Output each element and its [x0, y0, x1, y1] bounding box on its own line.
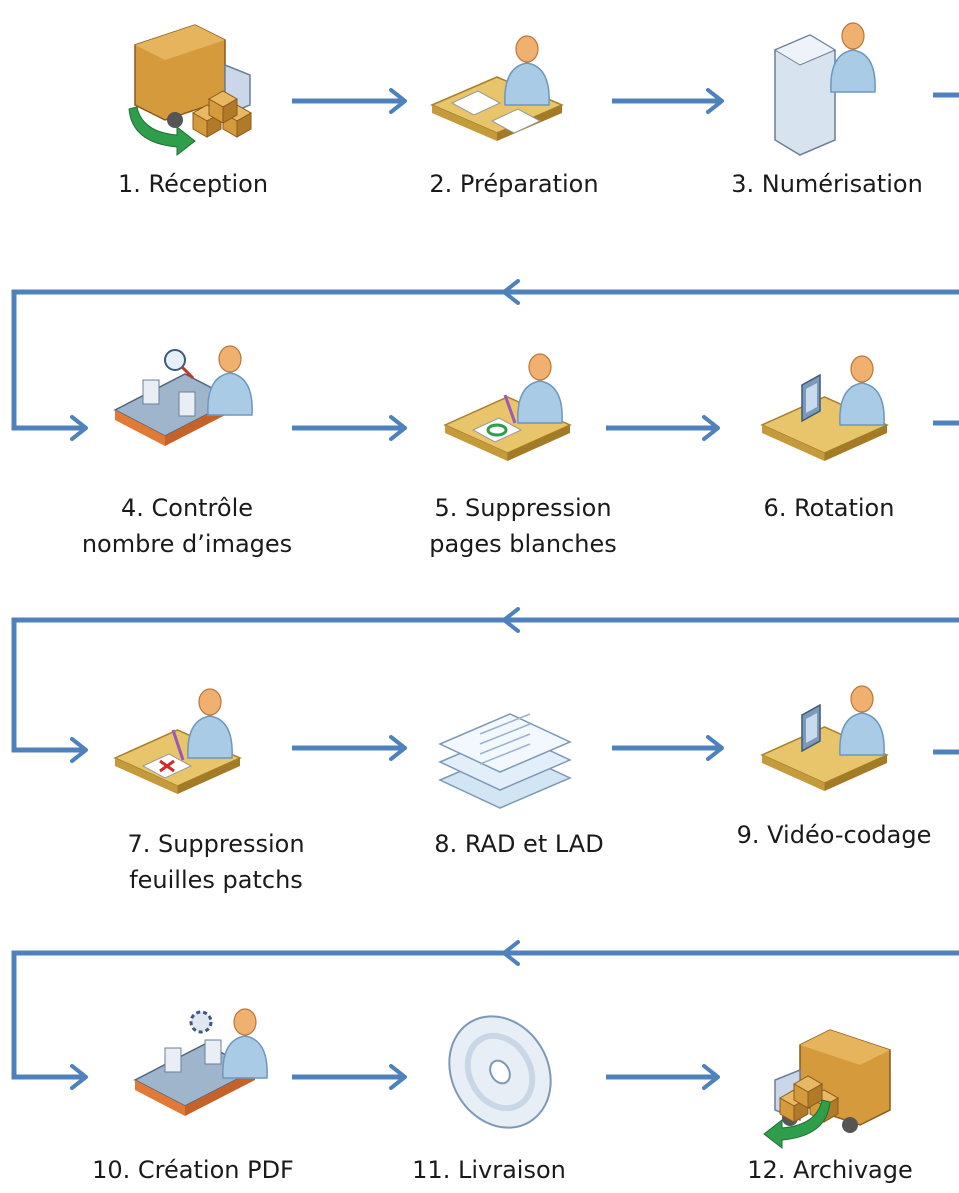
scanner-operator-icon: [773, 22, 876, 156]
delivery-truck-icon: [128, 24, 253, 157]
return-connector-3-head: [70, 1064, 88, 1090]
arrow-row3-2-head: [706, 735, 724, 761]
step-label-11: 11. Livraison: [359, 1152, 619, 1188]
step-label-line: 8. RAD et LAD: [434, 830, 604, 858]
step-label-line: 5. Suppression: [434, 494, 612, 522]
step-label-line: pages blanches: [429, 530, 617, 558]
step-label-line: 7. Suppression: [127, 830, 305, 858]
desk-worker-papers-icon: [430, 35, 564, 141]
step-label-3: 3. Numérisation: [697, 166, 957, 202]
optical-disc-icon: [448, 1015, 552, 1129]
desk-worker-sheet-icon: [443, 353, 572, 461]
step-label-line: 6. Rotation: [763, 494, 895, 522]
arrow-row1-1-head: [389, 88, 407, 114]
connector-arrows: [11, 88, 959, 1090]
step-icons: [113, 22, 891, 1150]
return-connector-2-head: [70, 737, 88, 763]
arrow-row4-2-head: [702, 1064, 720, 1090]
step-label-8: 8. RAD et LAD: [389, 826, 649, 862]
step-label-7: 7. Suppression feuilles patchs: [86, 826, 346, 898]
return-connector-3: [11, 950, 959, 1080]
step-label-12: 12. Archivage: [700, 1152, 959, 1188]
step-label-line: 3. Numérisation: [731, 170, 923, 198]
arrow-row4-1-head: [389, 1064, 407, 1090]
step-label-9: 9. Vidéo-codage: [704, 817, 959, 853]
step-label-1: 1. Réception: [63, 166, 323, 202]
computer-operator-icon: [760, 355, 889, 461]
step-label-line: 9. Vidéo-codage: [736, 821, 932, 849]
step-label-line: feuilles patchs: [129, 866, 303, 894]
step-label-line: nombre d’images: [81, 530, 293, 558]
arrow-row2-2-head: [702, 415, 720, 441]
step-label-5: 5. Suppression pages blanches: [393, 490, 653, 562]
desk-worker-crossed-sheet-icon: [113, 688, 242, 794]
computer-operator-icon: [760, 685, 889, 791]
document-stack-icon: [438, 713, 572, 809]
return-connector-2: [11, 617, 959, 753]
step-label-10: 10. Création PDF: [63, 1152, 323, 1188]
step-label-2: 2. Préparation: [384, 166, 644, 202]
return-connector-3-mid-arrow: [502, 940, 520, 966]
conveyor-inspector-icon: [113, 345, 253, 446]
step-label-6: 6. Rotation: [699, 490, 959, 526]
return-connector-2-mid-arrow: [502, 607, 520, 633]
step-label-line: 12. Archivage: [747, 1156, 913, 1184]
return-connector-1: [11, 289, 959, 431]
step-label-4: 4. Contrôle nombre d’images: [57, 490, 317, 562]
step-label-line: 11. Livraison: [412, 1156, 566, 1184]
arrow-row3-1-head: [389, 735, 407, 761]
step-label-line: 2. Préparation: [429, 170, 599, 198]
step-label-line: 10. Création PDF: [92, 1156, 294, 1184]
step-label-line: 1. Réception: [117, 170, 269, 198]
return-connector-1-mid-arrow: [502, 279, 520, 305]
step-label-line: 4. Contrôle: [120, 494, 254, 522]
delivery-truck-icon: [763, 1029, 891, 1150]
return-connector-1-head: [70, 415, 88, 441]
arrow-row1-2-head: [706, 88, 724, 114]
arrow-row2-1-head: [389, 415, 407, 441]
assembly-line-gear-icon: [133, 1008, 268, 1116]
